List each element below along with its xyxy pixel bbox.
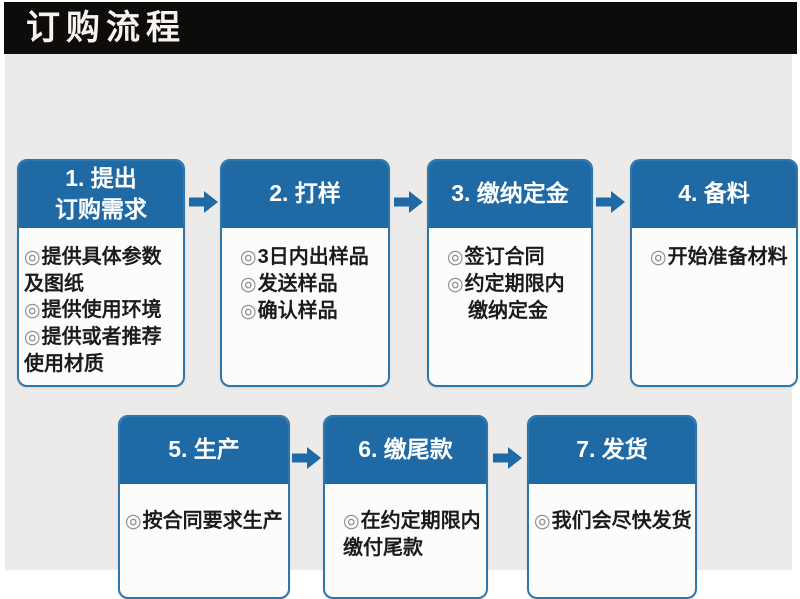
bullet-icon: ◎ — [24, 247, 41, 268]
flow-step-1-body: ◎提供具体参数 及图纸 ◎提供使用环境 ◎提供或者推荐 使用材质 — [19, 228, 183, 383]
flow-step-4-body: ◎开始准备材料 — [632, 228, 796, 277]
arrow-right-icon — [596, 190, 626, 214]
step-item: 缴纳定金 — [447, 298, 585, 324]
step-title: 3. 缴纳定金 — [451, 180, 569, 207]
bullet-icon: ◎ — [240, 247, 257, 268]
flow-step-7-body: ◎我们会尽快发货 — [529, 484, 695, 541]
bullet-icon: ◎ — [650, 247, 667, 268]
step-item: ◎我们会尽快发货 — [534, 508, 692, 535]
arrow-right-icon — [292, 446, 322, 470]
bullet-icon: ◎ — [24, 327, 41, 348]
flow-step-2-header: 2. 打样 — [222, 161, 388, 228]
bullet-icon: ◎ — [447, 247, 464, 268]
flow-step-6: 6. 缴尾款 ◎在约定期限内 缴付尾款 — [323, 415, 488, 599]
step-title: 6. 缴尾款 — [358, 436, 453, 463]
bullet-icon: ◎ — [447, 274, 464, 295]
step-item: ◎按合同要求生产 — [125, 508, 284, 535]
step-item: ◎提供具体参数 — [24, 244, 179, 271]
step-title: 5. 生产 — [168, 436, 240, 463]
step-item: 及图纸 — [24, 271, 179, 297]
flow-step-3-body: ◎签订合同 ◎约定期限内 缴纳定金 — [429, 228, 591, 330]
bullet-icon: ◎ — [343, 511, 360, 532]
flow-step-1: 1. 提出 订购需求 ◎提供具体参数 及图纸 ◎提供使用环境 ◎提供或者推荐 使… — [17, 159, 185, 387]
flow-step-7: 7. 发货 ◎我们会尽快发货 — [527, 415, 697, 599]
flow-step-7-header: 7. 发货 — [529, 417, 695, 484]
step-item: ◎提供或者推荐 — [24, 324, 179, 351]
step-item-text: 我们会尽快发货 — [551, 510, 692, 532]
flow-step-6-body: ◎在约定期限内 缴付尾款 — [325, 484, 486, 567]
step-item: 使用材质 — [24, 351, 179, 377]
step-title: 7. 发货 — [576, 436, 648, 463]
diagram-panel: 1. 提出 订购需求 ◎提供具体参数 及图纸 ◎提供使用环境 ◎提供或者推荐 使… — [5, 54, 798, 599]
step-item: 缴付尾款 — [343, 535, 480, 561]
step-item-text: 提供使用环境 — [41, 299, 162, 321]
flow-step-4-header: 4. 备料 — [632, 161, 796, 228]
step-item-text: 缴纳定金 — [468, 300, 548, 322]
page-title: 订购流程 — [26, 9, 186, 47]
step-item-text: 及图纸 — [24, 273, 84, 295]
flow-step-6-header: 6. 缴尾款 — [325, 417, 486, 484]
step-item-text: 3日内出样品 — [257, 246, 369, 268]
step-item: ◎在约定期限内 — [343, 508, 481, 535]
step-item: ◎确认样品 — [240, 298, 382, 325]
step-item-text: 提供具体参数 — [41, 246, 162, 268]
step-item-text: 按合同要求生产 — [142, 510, 283, 532]
step-item-text: 确认样品 — [257, 300, 338, 322]
order-process-diagram: 订购流程 1. 提出 订购需求 ◎提供具体参数 及图纸 ◎提供使用环境 ◎提供或… — [4, 2, 798, 599]
flow-step-3: 3. 缴纳定金 ◎签订合同 ◎约定期限内 缴纳定金 — [427, 159, 593, 387]
flow-step-5-body: ◎按合同要求生产 — [120, 484, 288, 541]
step-title: 1. 提出 订购需求 — [55, 164, 147, 222]
step-title: 4. 备料 — [678, 180, 750, 207]
arrow-right-icon — [189, 190, 219, 214]
step-item: ◎签订合同 — [447, 244, 585, 271]
bullet-icon: ◎ — [125, 511, 142, 532]
step-item: ◎3日内出样品 — [240, 244, 382, 271]
page-header-bar: 订购流程 — [4, 2, 797, 54]
flow-step-1-header: 1. 提出 订购需求 — [19, 161, 183, 228]
bullet-icon: ◎ — [534, 511, 551, 532]
flow-step-4: 4. 备料 ◎开始准备材料 — [630, 159, 798, 387]
step-item-text: 在约定期限内 — [360, 510, 481, 532]
flow-step-2: 2. 打样 ◎3日内出样品 ◎发送样品 ◎确认样品 — [220, 159, 390, 387]
flow-step-5: 5. 生产 ◎按合同要求生产 — [118, 415, 290, 599]
arrow-right-icon — [493, 446, 523, 470]
step-title: 2. 打样 — [269, 180, 341, 207]
flow-step-3-header: 3. 缴纳定金 — [429, 161, 591, 228]
step-item: ◎提供使用环境 — [24, 297, 179, 324]
step-item-text: 提供或者推荐 — [41, 326, 162, 348]
step-item-text: 签订合同 — [464, 246, 545, 268]
step-item-text: 开始准备材料 — [667, 246, 788, 268]
bullet-icon: ◎ — [24, 300, 41, 321]
step-item: ◎开始准备材料 — [650, 244, 790, 271]
bullet-icon: ◎ — [240, 301, 257, 322]
flow-step-5-header: 5. 生产 — [120, 417, 288, 484]
step-item: ◎发送样品 — [240, 271, 382, 298]
step-item-text: 发送样品 — [257, 273, 338, 295]
step-item-text: 缴付尾款 — [343, 537, 423, 559]
step-item: ◎约定期限内 — [447, 271, 585, 298]
bullet-icon: ◎ — [240, 274, 257, 295]
step-item-text: 使用材质 — [24, 353, 104, 375]
arrow-right-icon — [394, 190, 424, 214]
step-item-text: 约定期限内 — [464, 273, 565, 295]
flow-step-2-body: ◎3日内出样品 ◎发送样品 ◎确认样品 — [222, 228, 388, 331]
